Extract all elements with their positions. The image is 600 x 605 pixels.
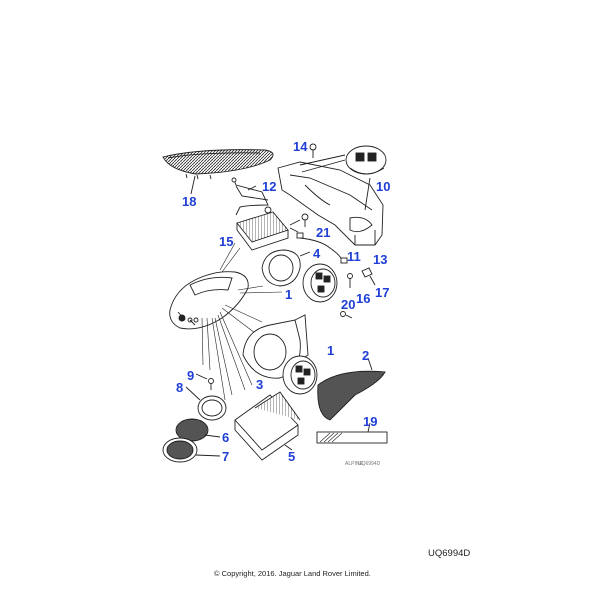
amplifier-rear [236,211,301,251]
connector-11 [296,232,348,264]
callout-11[interactable]: 11 [347,249,361,264]
car-illustration [169,271,249,330]
rear-speaker-grille [162,149,274,195]
screw-20 [340,311,353,319]
callout-14[interactable]: 14 [293,139,308,154]
speaker-ring-8 [185,386,227,421]
callout-6[interactable]: 6 [222,430,230,445]
side-grille-2 [317,357,386,421]
callout-8[interactable]: 8 [176,380,184,395]
callout-18[interactable]: 18 [182,194,197,209]
wiring-harness [231,177,272,216]
badge-text: ALPINE [345,461,363,467]
screw-9 [195,373,214,390]
callout-9[interactable]: 9 [187,368,195,383]
screw-16 [347,273,353,288]
callout-12[interactable]: 12 [262,179,277,194]
callout-13[interactable]: 13 [373,252,388,267]
alpine-badge-19 [316,422,388,444]
screw-21 [301,213,309,227]
callout-5[interactable]: 5 [288,449,296,464]
diagram-ref-code: UQ6994D [428,548,471,559]
speaker-1-lower [282,355,318,395]
callout-1-lower[interactable]: 1 [327,343,335,358]
callout-4[interactable]: 4 [313,246,321,261]
callout-2[interactable]: 2 [362,348,370,363]
callout-15[interactable]: 15 [219,234,234,249]
callout-19[interactable]: 19 [363,414,378,429]
copyright-notice: © Copyright, 2016. Jaguar Land Rover Lim… [214,569,371,578]
screw-14 [309,143,317,158]
leader-lines [201,242,283,401]
parcel-shelf [277,161,384,246]
callout-3[interactable]: 3 [256,377,264,392]
subwoofer [299,145,387,211]
tweeter-grille-7 [162,437,221,463]
amplifier-5 [234,391,301,461]
callout-1-upper[interactable]: 1 [285,287,293,302]
inner-ref-code: UQ6994D [358,461,381,467]
callout-7[interactable]: 7 [222,449,230,464]
speaker-1-upper [302,263,338,303]
speaker-adapter-4 [261,249,311,287]
clip-17 [361,267,376,286]
callout-10[interactable]: 10 [376,179,391,194]
callout-16[interactable]: 16 [356,291,371,306]
callout-21[interactable]: 21 [316,225,331,240]
callout-20[interactable]: 20 [341,297,356,312]
callout-17[interactable]: 17 [375,285,390,300]
